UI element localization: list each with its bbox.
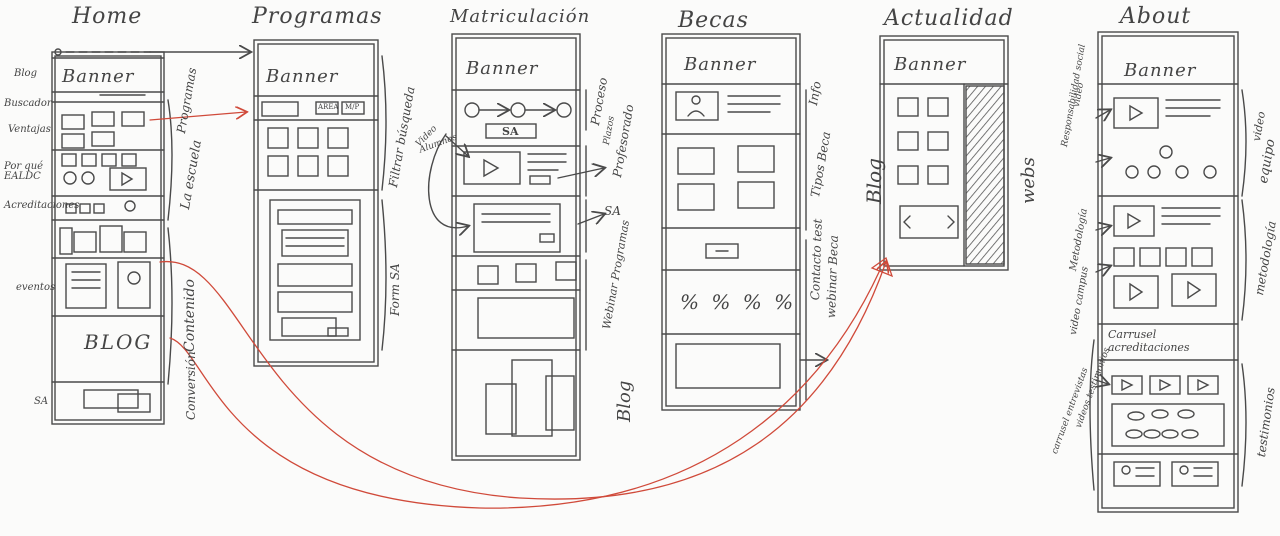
red-flow-arrows xyxy=(149,112,894,509)
wireframe-about xyxy=(1097,31,1239,513)
home-label-ventajas: Ventajas xyxy=(8,124,51,135)
home-label-acreditaciones: Acreditaciones xyxy=(4,200,80,211)
title-home: Home xyxy=(72,4,143,29)
actualidad-label-blog: Blog xyxy=(862,158,886,204)
title-about: About xyxy=(1120,4,1192,29)
banner-becas: Banner xyxy=(684,54,757,75)
home-label-contenido: Contenido xyxy=(182,279,198,352)
becas-label-webinar: webinar Beca xyxy=(824,234,841,319)
home-label-buscador: Buscador xyxy=(4,98,52,109)
wireframe-actualidad xyxy=(879,35,1009,271)
becas-label-contacto: Contacto test xyxy=(808,218,825,301)
banner-home: Banner xyxy=(62,66,135,87)
programas-label-form: Form SA xyxy=(388,263,402,316)
home-label-porque: Por qué EALDC xyxy=(4,161,44,182)
title-programas: Programas xyxy=(252,4,383,29)
actualidad-label-webs: webs xyxy=(1018,157,1039,204)
home-label-blog: Blog xyxy=(14,68,37,79)
programas-chip-mp: M/P xyxy=(345,103,360,111)
title-actualidad: Actualidad xyxy=(884,6,1014,31)
wireframe-programas xyxy=(253,39,379,367)
annotation-arrows xyxy=(149,52,1110,384)
wireframe-home xyxy=(51,48,165,425)
matriculacion-label-sa: SA xyxy=(604,204,621,218)
banner-programas: Banner xyxy=(266,66,339,87)
banner-about: Banner xyxy=(1124,60,1197,81)
home-label-sa: SA xyxy=(34,396,49,407)
home-blog-box: BLOG xyxy=(84,330,153,354)
matriculacion-sa-box: SA xyxy=(502,125,519,138)
banner-actualidad: Banner xyxy=(894,54,967,75)
home-label-eventos: eventos xyxy=(16,282,56,293)
title-matriculacion: Matriculación xyxy=(450,6,591,27)
wireframe-matriculacion xyxy=(451,33,581,461)
title-becas: Becas xyxy=(678,8,749,33)
wireframe-becas xyxy=(661,33,801,411)
home-label-conversion: Conversión xyxy=(184,351,198,420)
about-carousel-acreditaciones: Carrusel acreditaciones xyxy=(1108,328,1190,354)
becas-percent-row: % % % % xyxy=(680,290,797,314)
programas-chip-area: AREA xyxy=(318,103,339,111)
matriculacion-label-blog: Blog xyxy=(614,380,635,422)
banner-matriculacion: Banner xyxy=(466,58,539,79)
annotation-brackets xyxy=(167,55,1247,491)
